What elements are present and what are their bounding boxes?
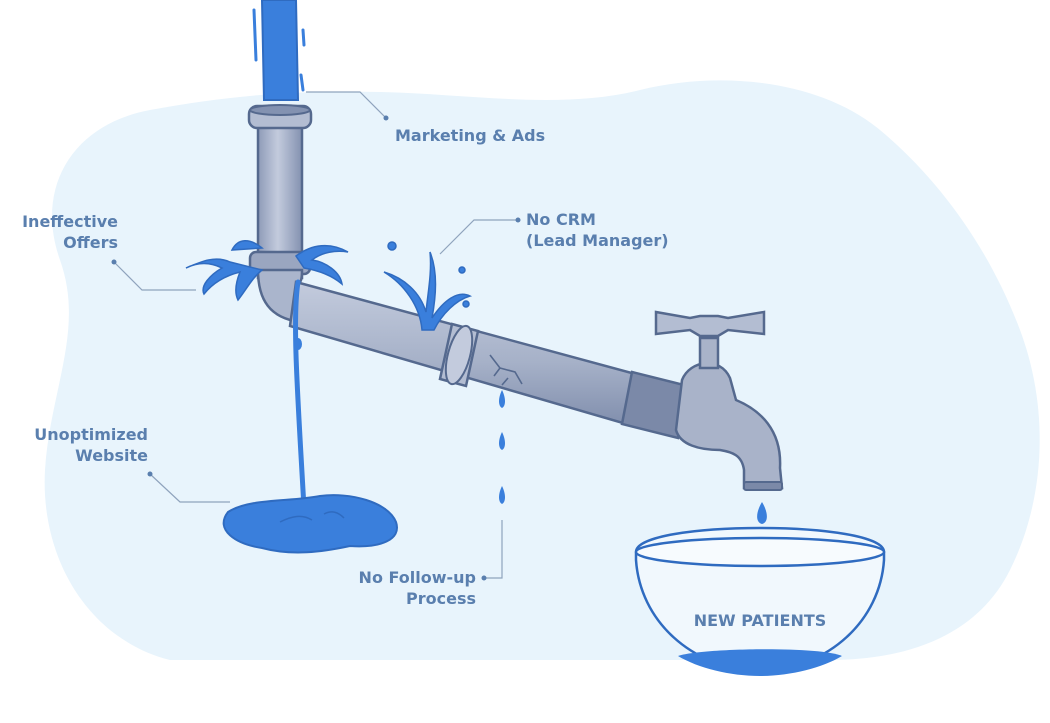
water-stream-icon: [252, 0, 306, 101]
label-no-crm: No CRM (Lead Manager): [526, 209, 669, 251]
bowl-label-text: NEW PATIENTS: [693, 611, 827, 630]
water-drop-icon: [499, 390, 505, 504]
faucet-icon: [620, 310, 784, 491]
label-ineffective-offers-line1: Ineffective: [22, 212, 118, 231]
label-no-crm-line2: (Lead Manager): [526, 231, 669, 250]
label-unoptimized-website: Unoptimized Website: [18, 424, 148, 466]
leader-dots: [111, 115, 521, 581]
horizontal-pipe-icon: [256, 268, 652, 430]
label-no-followup-line2: Process: [406, 589, 476, 608]
label-no-followup-line1: No Follow-up: [358, 568, 476, 587]
water-fountain-icon: [383, 241, 473, 331]
label-ineffective-offers-line2: Offers: [63, 233, 118, 252]
label-unoptimized-website-line2: Website: [75, 446, 148, 465]
vertical-pipe-icon: [247, 104, 313, 280]
label-no-crm-line1: No CRM: [526, 210, 596, 229]
bowl-label-new-patients: NEW PATIENTS: [660, 610, 860, 631]
leak-stream-icon: [293, 279, 307, 511]
label-marketing-ads: Marketing & Ads: [395, 125, 545, 146]
water-splash-icon: [185, 240, 349, 302]
label-ineffective-offers: Ineffective Offers: [18, 211, 118, 253]
leader-lines: [113, 91, 518, 579]
water-puddle-icon: [222, 494, 398, 554]
label-marketing-ads-text: Marketing & Ads: [395, 126, 546, 145]
label-unoptimized-website-line1: Unoptimized: [34, 425, 148, 444]
faucet-drop-icon: [757, 502, 767, 524]
bowl-icon: [634, 526, 886, 676]
label-no-followup: No Follow-up Process: [330, 567, 476, 609]
